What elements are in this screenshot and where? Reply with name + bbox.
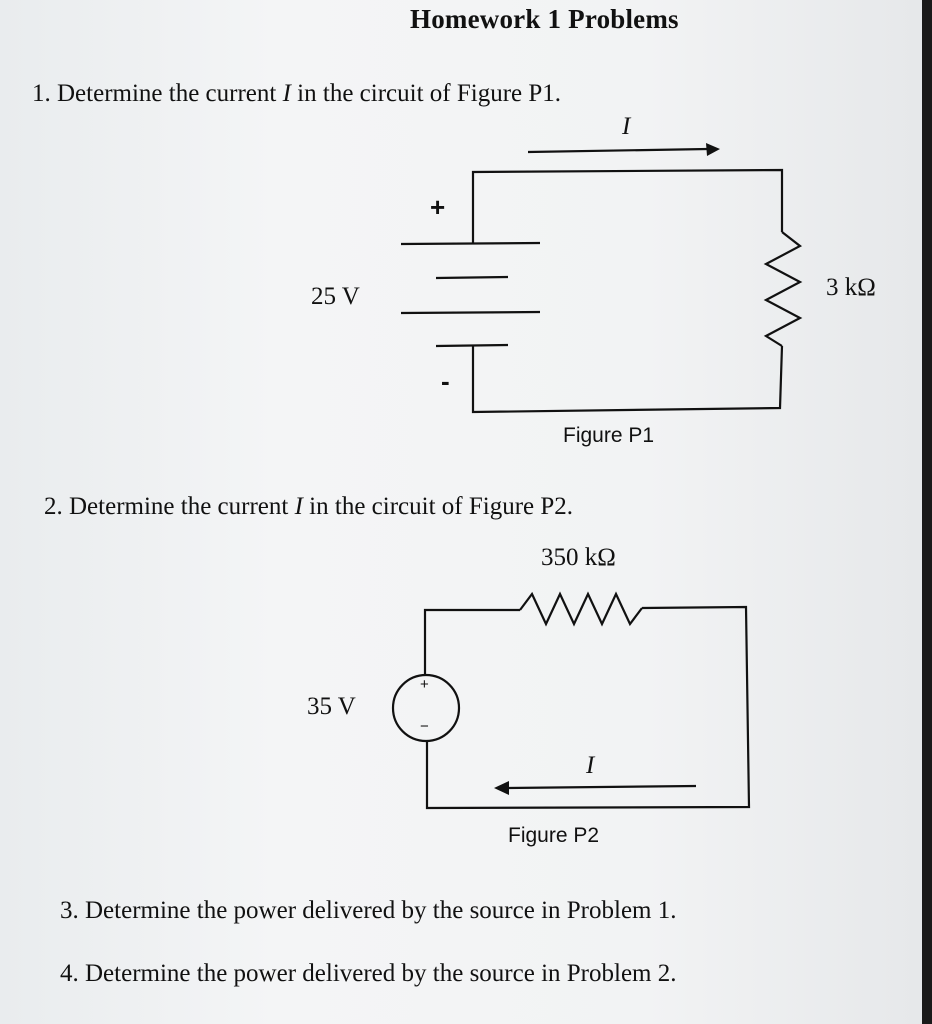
problem-number: 3. [60,897,79,924]
problem-3: 3. Determine the power delivered by the … [60,897,676,925]
bottom-wire-p1 [471,345,784,414]
source-voltage-p2: 35 V [307,693,356,720]
battery-plate-long-2 [400,310,541,315]
arrowhead-p2 [494,781,509,795]
problem-text-pre: Determine the current [57,80,283,107]
left-top-wire-p2 [423,608,520,675]
problem-1: 1. Determine the current I in the circui… [32,80,561,108]
resistor-p2 [519,591,643,627]
plus-sign-p2: + [420,676,429,693]
problem-text: Determine the power delivered by the sou… [85,897,677,924]
problem-number: 2. [44,493,63,520]
problem-text-pre: Determine the current [69,493,295,520]
current-label-p1: I [622,113,631,140]
voltage-source-p2 [391,673,461,743]
battery-plate-long-1 [400,241,541,246]
problem-text: Determine the power delivered by the sou… [85,960,677,987]
minus-sign-p1: - [441,366,450,396]
current-variable: I [282,80,291,107]
current-arrow-p1 [527,147,709,154]
battery-plate-short-2 [435,343,509,348]
problem-text-post: in the circuit of Figure P2. [302,493,574,520]
arrowhead-p1 [706,143,720,156]
current-label-p2: I [586,752,595,779]
current-variable: I [294,493,303,520]
minus-sign-p2: − [420,718,429,735]
problem-number: 1. [32,80,51,107]
figure-p2-caption: Figure P2 [508,824,600,847]
resistor-p1 [763,231,803,347]
problem-number: 4. [60,960,79,987]
problem-text-post: in the circuit of Figure P1. [290,80,562,107]
resistor-value-p1: 3 kΩ [826,274,876,301]
battery-plate-short-1 [435,275,509,280]
right-bottom-wire-p2 [425,605,751,810]
figure-p2-wires [391,591,751,810]
current-arrow-p2 [507,784,697,790]
page-title: Homework 1 Problems [410,4,679,34]
top-wire-p1 [471,168,784,243]
problem-2: 2. Determine the current I in the circui… [44,493,573,521]
plus-sign-p1: + [430,192,446,222]
source-voltage-p1: 25 V [311,283,360,310]
problem-4: 4. Determine the power delivered by the … [60,960,676,988]
resistor-value-p2: 350 kΩ [541,544,616,571]
figure-p1-caption: Figure P1 [563,424,655,447]
figure-p1-wires [400,147,803,414]
